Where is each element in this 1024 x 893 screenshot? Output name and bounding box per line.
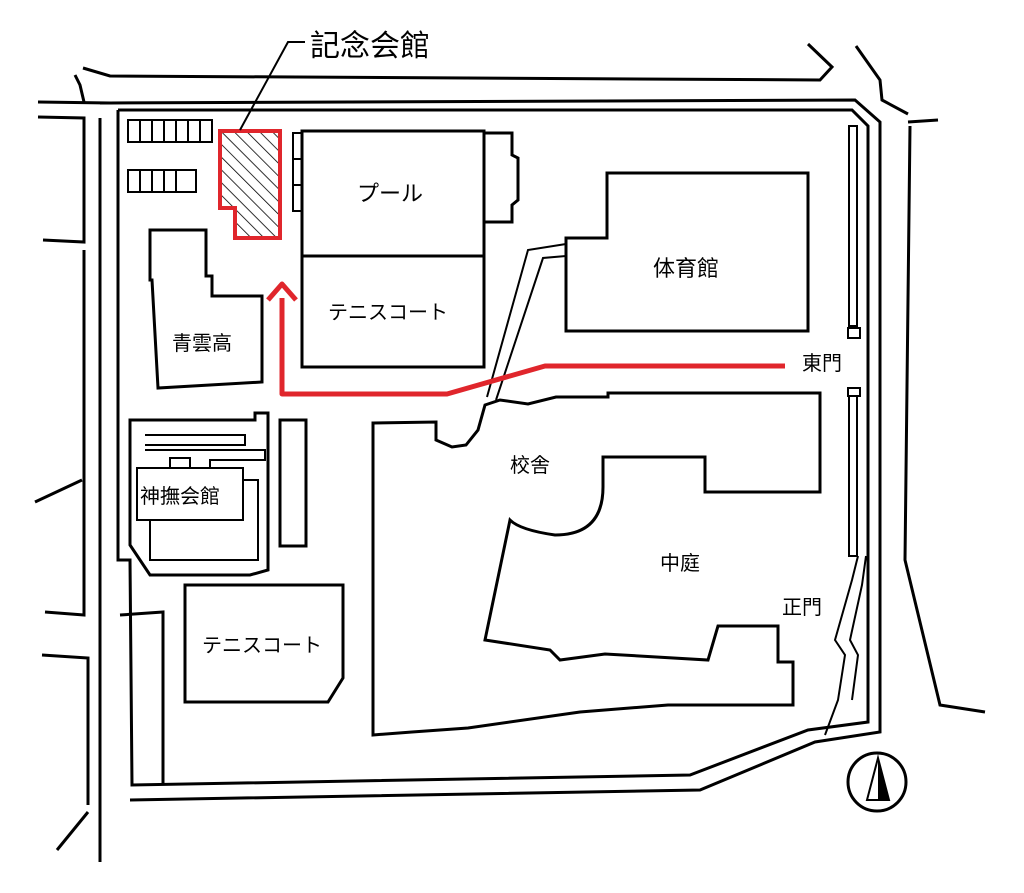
seiun-high-building[interactable]: 青雲高 [148, 228, 264, 390]
seiun-high-label: 青雲高 [172, 331, 232, 355]
school-building-label: 校舎 [510, 453, 550, 477]
memorial-hall-leader-line [239, 41, 305, 131]
route-path [279, 298, 785, 397]
memorial-hall-label: 記念会館 [310, 29, 430, 64]
route-arrowhead-icon [266, 281, 298, 302]
school-building[interactable]: 校舎 中庭 [371, 391, 822, 737]
tennis-court-north[interactable]: テニスコート [300, 254, 486, 369]
shinbu-hall-label: 神撫会館 [140, 484, 220, 508]
tennis-court-north-label: テニスコート [328, 300, 448, 324]
east-wall [824, 125, 867, 736]
north-arrow-icon [846, 751, 908, 813]
gymnasium-building[interactable]: 体育館 [564, 171, 810, 333]
courtyard-label: 中庭 [660, 551, 700, 575]
gymnasium-label: 体育館 [653, 257, 719, 282]
pool-building[interactable]: プール [292, 129, 520, 258]
tennis-court-south[interactable]: テニスコート [183, 583, 345, 704]
memorial-hall-highlight[interactable] [218, 129, 282, 240]
shinbu-hall-building[interactable]: 神撫会館 [128, 411, 270, 577]
narrow-building[interactable] [278, 418, 308, 548]
east-gate-label: 東門 [802, 351, 842, 375]
tennis-court-south-label: テニスコート [202, 633, 322, 657]
pool-label: プール [357, 182, 423, 207]
main-gate-label: 正門 [782, 595, 822, 619]
street-lines [34, 42, 986, 862]
walkway [486, 243, 567, 401]
parking-stalls [127, 119, 213, 193]
